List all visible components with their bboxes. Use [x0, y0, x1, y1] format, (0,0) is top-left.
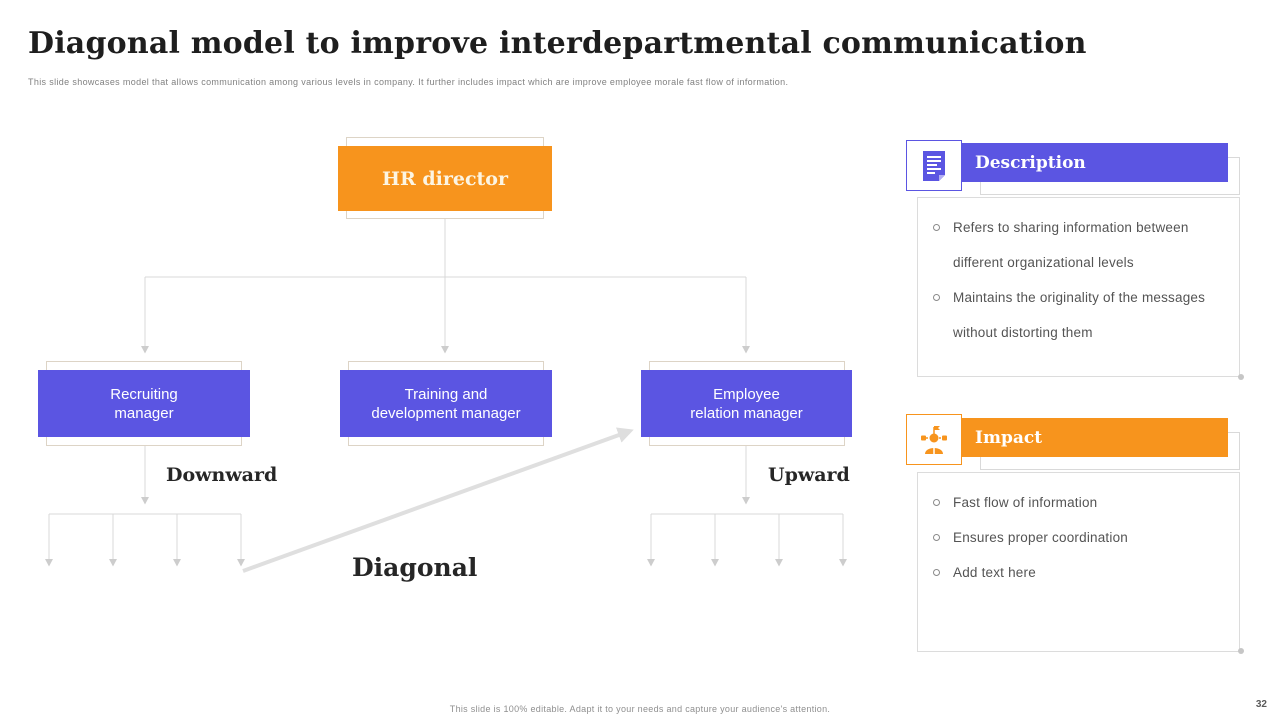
recruiting-manager-label: Recruiting manager [110, 385, 178, 422]
training-manager-label: Training and development manager [371, 385, 521, 422]
description-bullet-2: Maintains the originality of the message… [953, 290, 1206, 340]
description-title: Description [975, 152, 1086, 173]
list-item: Refers to sharing information between di… [931, 210, 1231, 280]
hr-director-box: HR director [338, 146, 552, 211]
description-bullet-1: Refers to sharing information between di… [953, 220, 1189, 270]
impact-bullet-1: Fast flow of information [953, 495, 1098, 510]
impact-bullet-2: Ensures proper coordination [953, 530, 1129, 545]
impact-body: Fast flow of information Ensures proper … [917, 472, 1240, 652]
hr-director-label: HR director [382, 167, 508, 190]
list-item: Fast flow of information [931, 485, 1231, 520]
impact-header-bar: Impact [962, 418, 1228, 457]
recruiting-manager-box: Recruiting manager [38, 370, 250, 437]
list-item: Add text here [931, 555, 1231, 590]
impact-bullet-3: Add text here [953, 565, 1036, 580]
list-item: Ensures proper coordination [931, 520, 1231, 555]
employee-manager-label: Employee relation manager [690, 385, 803, 422]
upward-label: Upward [768, 464, 850, 486]
bullet-circle-icon [933, 224, 940, 231]
person-network-icon [921, 425, 947, 454]
impact-icon-box [906, 414, 962, 465]
downward-label: Downward [166, 464, 278, 486]
bullet-circle-icon [933, 294, 940, 301]
diagonal-label: Diagonal [352, 553, 478, 582]
bullet-circle-icon [933, 534, 940, 541]
footer-note: This slide is 100% editable. Adapt it to… [449, 704, 831, 714]
list-item: Maintains the originality of the message… [931, 280, 1231, 350]
bullet-circle-icon [933, 499, 940, 506]
description-header-bar: Description [962, 143, 1228, 182]
page-title: Diagonal model to improve interdepartmen… [28, 26, 1087, 61]
corner-ornament [1238, 648, 1244, 654]
impact-title: Impact [975, 427, 1043, 448]
bullet-circle-icon [933, 569, 940, 576]
document-icon [923, 150, 945, 181]
description-icon-box [906, 140, 962, 191]
training-manager-box: Training and development manager [340, 370, 552, 437]
corner-ornament [1238, 374, 1244, 380]
page-subtitle: This slide showcases model that allows c… [28, 77, 789, 87]
page-number: 32 [1255, 699, 1267, 710]
employee-manager-box: Employee relation manager [641, 370, 852, 437]
description-body: Refers to sharing information between di… [917, 197, 1240, 377]
diagonal-arrow [242, 427, 634, 573]
